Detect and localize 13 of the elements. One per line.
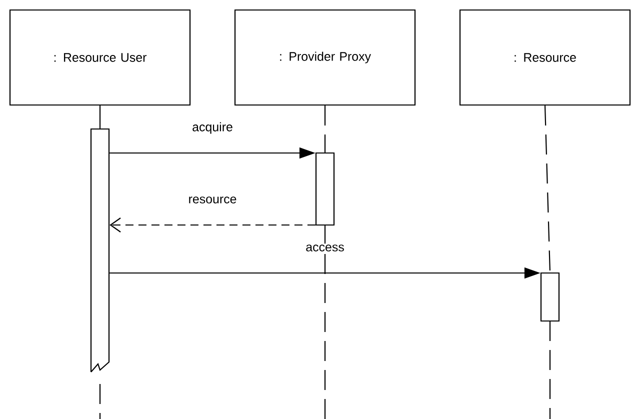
lifeline — [544, 106, 551, 272]
lifeline-box: : Provider Proxy — [234, 9, 416, 106]
edge-label: acquire — [191, 121, 234, 135]
activation-bar — [90, 128, 110, 374]
edge-label: access — [304, 244, 346, 252]
edge-label: resource — [187, 196, 238, 204]
lifeline — [324, 106, 326, 152]
arrow — [110, 218, 316, 232]
activation-bar — [315, 152, 335, 226]
lifeline-box: : Resource User — [9, 9, 191, 106]
activation-bar — [540, 272, 560, 322]
lifeline — [99, 106, 101, 128]
lifeline-box: : Resource — [459, 9, 631, 106]
